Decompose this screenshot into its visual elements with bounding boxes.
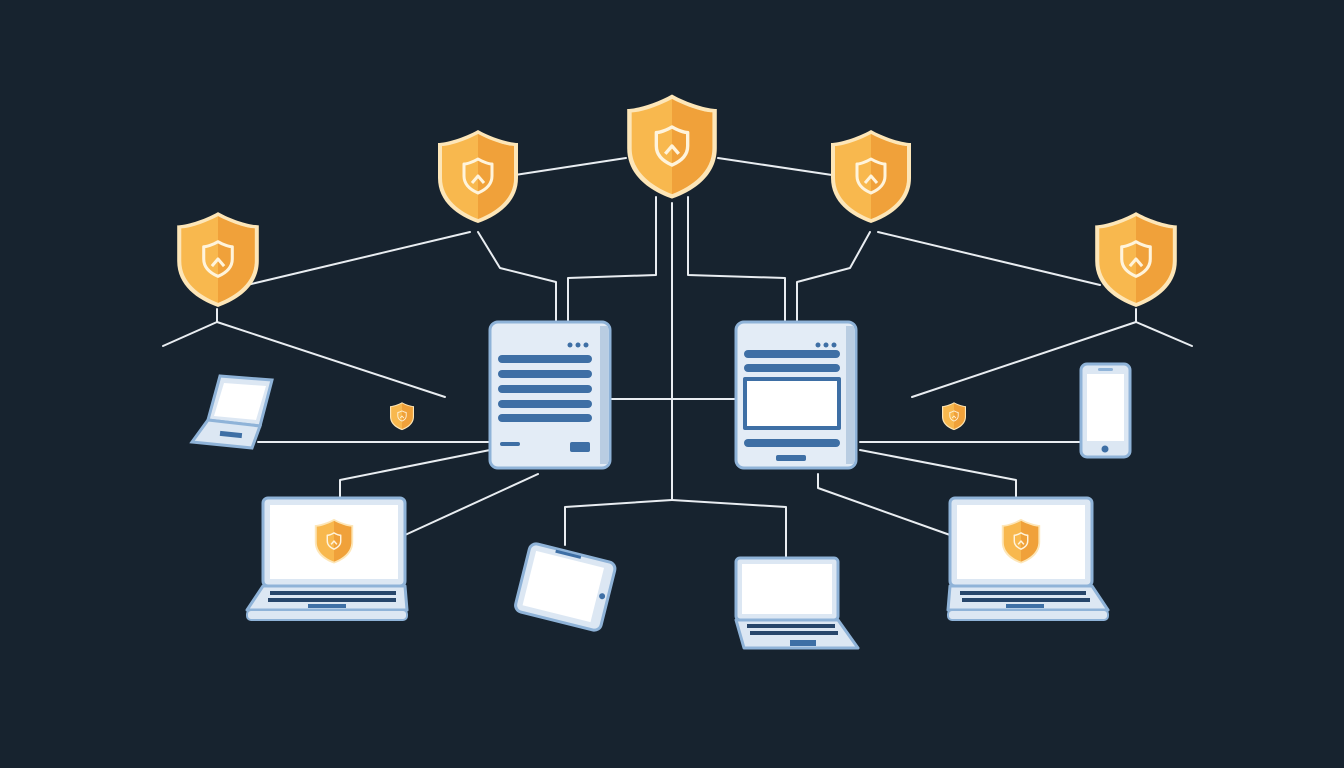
small-shield-icon bbox=[389, 401, 415, 431]
laptop-icon bbox=[734, 556, 860, 650]
link-shield-right-to-server-right bbox=[796, 231, 871, 323]
shield-icon bbox=[436, 128, 520, 225]
link-shield-left-to-server-left bbox=[477, 231, 557, 323]
link-server-left-to-laptop-left bbox=[339, 449, 491, 499]
server-icon bbox=[488, 320, 612, 470]
shield-icon bbox=[625, 92, 719, 201]
shield-icon bbox=[175, 210, 261, 309]
link-hub-to-tablet bbox=[564, 499, 673, 546]
laptop-icon bbox=[189, 374, 274, 450]
server-icon bbox=[734, 320, 858, 470]
smartphone-icon bbox=[1079, 362, 1132, 459]
link-server-right-to-laptop-right-b bbox=[817, 473, 951, 536]
connection-lines bbox=[162, 157, 1193, 559]
link-shield-top-to-server-right bbox=[687, 196, 786, 323]
link-hub-to-laptop-small bbox=[671, 499, 787, 559]
link-shield-right-to-far-right bbox=[877, 231, 1101, 286]
tablet-icon bbox=[514, 542, 617, 632]
link-server-right-to-laptop-right bbox=[859, 449, 1017, 499]
link-server-left-to-laptop-left-b bbox=[404, 473, 539, 536]
link-far-left-split bbox=[162, 308, 446, 398]
link-shield-top-to-left bbox=[514, 157, 627, 176]
laptop-icon bbox=[245, 496, 409, 621]
shield-icon bbox=[1093, 210, 1179, 309]
link-shield-left-to-far-left bbox=[246, 231, 471, 286]
link-shield-top-to-right bbox=[717, 157, 833, 176]
laptop-icon bbox=[946, 496, 1110, 621]
shield-icon bbox=[829, 128, 913, 225]
small-shield-icon bbox=[941, 401, 967, 431]
link-shield-top-to-server-left bbox=[567, 196, 657, 323]
link-far-right-split bbox=[911, 308, 1193, 398]
